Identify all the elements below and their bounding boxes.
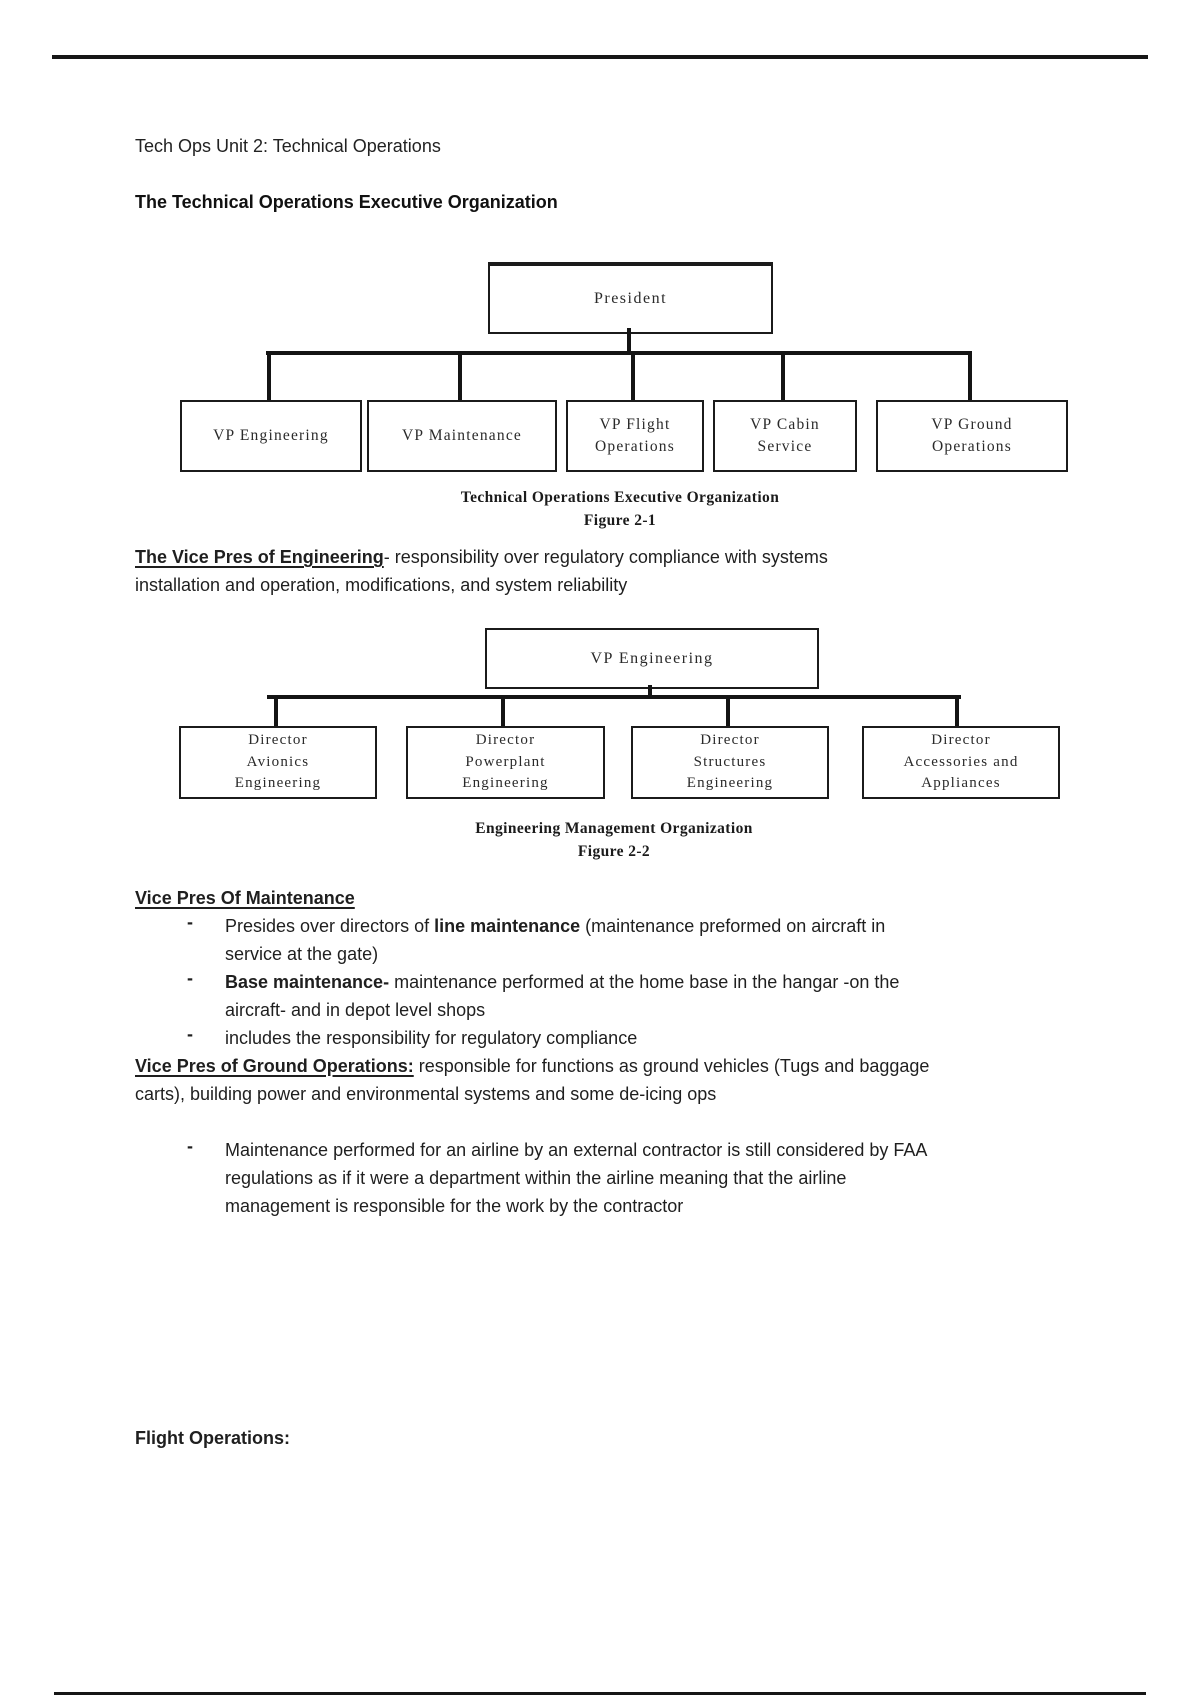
connector-stub — [627, 328, 631, 353]
bullet-base-maintenance-line2: aircraft- and in depot level shops — [225, 1000, 486, 1020]
bullet-dash: - — [187, 912, 193, 932]
bullet-dash: - — [187, 1024, 193, 1044]
flight-operations-heading: Flight Operations: — [135, 1428, 290, 1448]
connector-stub — [648, 685, 652, 697]
bullet-text: maintenance performed at the home base i… — [389, 972, 900, 992]
org-node-vp-engineering-root: VP Engineering — [485, 628, 819, 689]
org-node-director-accessories: Director Accessories and Appliances — [862, 726, 1060, 799]
bullet-bold-text: Base maintenance- — [225, 972, 390, 992]
figure-2-1-caption: Technical Operations Executive Organizat… — [460, 489, 780, 506]
bullet-dash: - — [187, 968, 193, 988]
org-node-vp-maintenance: VP Maintenance — [367, 400, 557, 472]
section-heading: The Technical Operations Executive Organ… — [135, 192, 558, 212]
bullet-line-maintenance-line2: service at the gate) — [225, 944, 379, 964]
figure-2-1-label: Figure 2-1 — [583, 512, 657, 529]
top-rule — [52, 55, 1148, 59]
org-node-vp-ground-operations: VP Ground Operations — [876, 400, 1068, 472]
bullet-contractor-line2: regulations as if it were a department w… — [225, 1168, 847, 1188]
vp-engineering-lead: The Vice Pres of Engineering — [135, 547, 384, 567]
figure-2-2-label: Figure 2-2 — [577, 843, 651, 860]
vp-ground-paragraph-line1: Vice Pres of Ground Operations: responsi… — [135, 1052, 929, 1080]
bullet-regulatory-compliance: includes the responsibility for regulato… — [225, 1028, 638, 1048]
bullet-contractor-line3: management is responsible for the work b… — [225, 1196, 684, 1216]
org-node-director-powerplant: Director Powerplant Engineering — [406, 726, 605, 799]
bottom-rule — [54, 1692, 1146, 1695]
org-node-vp-engineering: VP Engineering — [180, 400, 362, 472]
vp-ground-rest: responsible for functions as ground vehi… — [413, 1056, 930, 1076]
connector-horizontal — [266, 351, 972, 355]
vp-engineering-rest: - responsibility over regulatory complia… — [383, 547, 828, 567]
connector-horizontal — [267, 695, 961, 699]
connector-drop — [726, 695, 730, 726]
connector-drop — [781, 351, 785, 402]
connector-drop — [458, 351, 462, 402]
connector-drop — [955, 695, 959, 726]
vp-ground-paragraph-line2: carts), building power and environmental… — [135, 1084, 717, 1104]
vp-engineering-paragraph-line2: installation and operation, modification… — [135, 575, 628, 595]
bullet-line-maintenance-line1: Presides over directors of line maintena… — [225, 912, 885, 940]
connector-drop — [631, 351, 635, 402]
org-node-director-avionics: Director Avionics Engineering — [179, 726, 377, 799]
bullet-bold-text: line maintenance — [434, 916, 581, 936]
connector-drop — [267, 351, 271, 402]
bullet-contractor-line1: Maintenance performed for an airline by … — [225, 1140, 928, 1160]
vp-engineering-paragraph-line1: The Vice Pres of Engineering- responsibi… — [135, 543, 828, 571]
connector-drop — [274, 695, 278, 726]
org-node-vp-flight-operations: VP Flight Operations — [566, 400, 704, 472]
bullet-text: (maintenance preformed on aircraft in — [580, 916, 886, 936]
vp-ground-lead: Vice Pres of Ground Operations: — [135, 1056, 414, 1076]
connector-drop — [501, 695, 505, 726]
org-node-president: President — [488, 262, 773, 334]
page-title: Tech Ops Unit 2: Technical Operations — [135, 136, 441, 156]
org-node-director-structures: Director Structures Engineering — [631, 726, 829, 799]
vp-maintenance-heading: Vice Pres Of Maintenance — [135, 888, 355, 908]
org-node-vp-cabin-service: VP Cabin Service — [713, 400, 857, 472]
connector-drop — [968, 351, 972, 402]
bullet-dash: - — [187, 1136, 193, 1156]
bullet-base-maintenance-line1: Base maintenance- maintenance performed … — [225, 968, 899, 996]
bullet-text: Presides over directors of — [225, 916, 435, 936]
figure-2-2-caption: Engineering Management Organization — [475, 820, 753, 837]
